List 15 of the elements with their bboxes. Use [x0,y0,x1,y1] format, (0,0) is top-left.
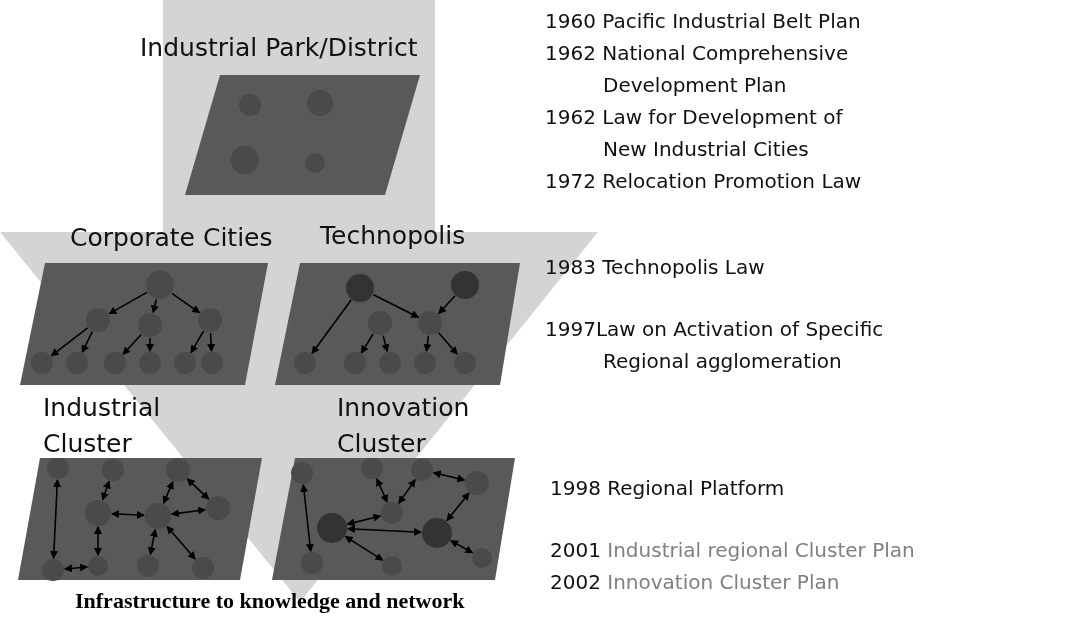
timeline-entry: 1972 Relocation Promotion Law [545,168,862,195]
panel-heading: Corporate Cities [70,222,273,254]
timeline-entry: 2002 Innovation Cluster Plan [550,569,840,596]
panel-heading: Industrial Park/District [140,32,418,64]
panel-heading: Industrial Cluster [43,392,162,460]
timeline-entry: 1997Law on Activation of Specific Regional agglomeration [545,316,885,375]
timeline-entry: 2001 Industrial regional Cluster Plan [550,537,915,564]
timeline-entry: 1962 Law for Development of New Industrial Cities [545,104,844,163]
caption: Infrastructure to knowledge and network [75,588,465,614]
timeline-entry: 1998 Regional Platform [550,475,785,502]
panel-heading: Innovation Cluster [337,392,471,460]
panel-heading: Technopolis [320,220,466,252]
timeline-entry: 1960 Pacific Industrial Belt Plan [545,8,861,35]
timeline-entry: 1962 National Comprehensive Development Plan [545,40,850,99]
timeline-entry: 1983 Technopolis Law [545,254,765,281]
